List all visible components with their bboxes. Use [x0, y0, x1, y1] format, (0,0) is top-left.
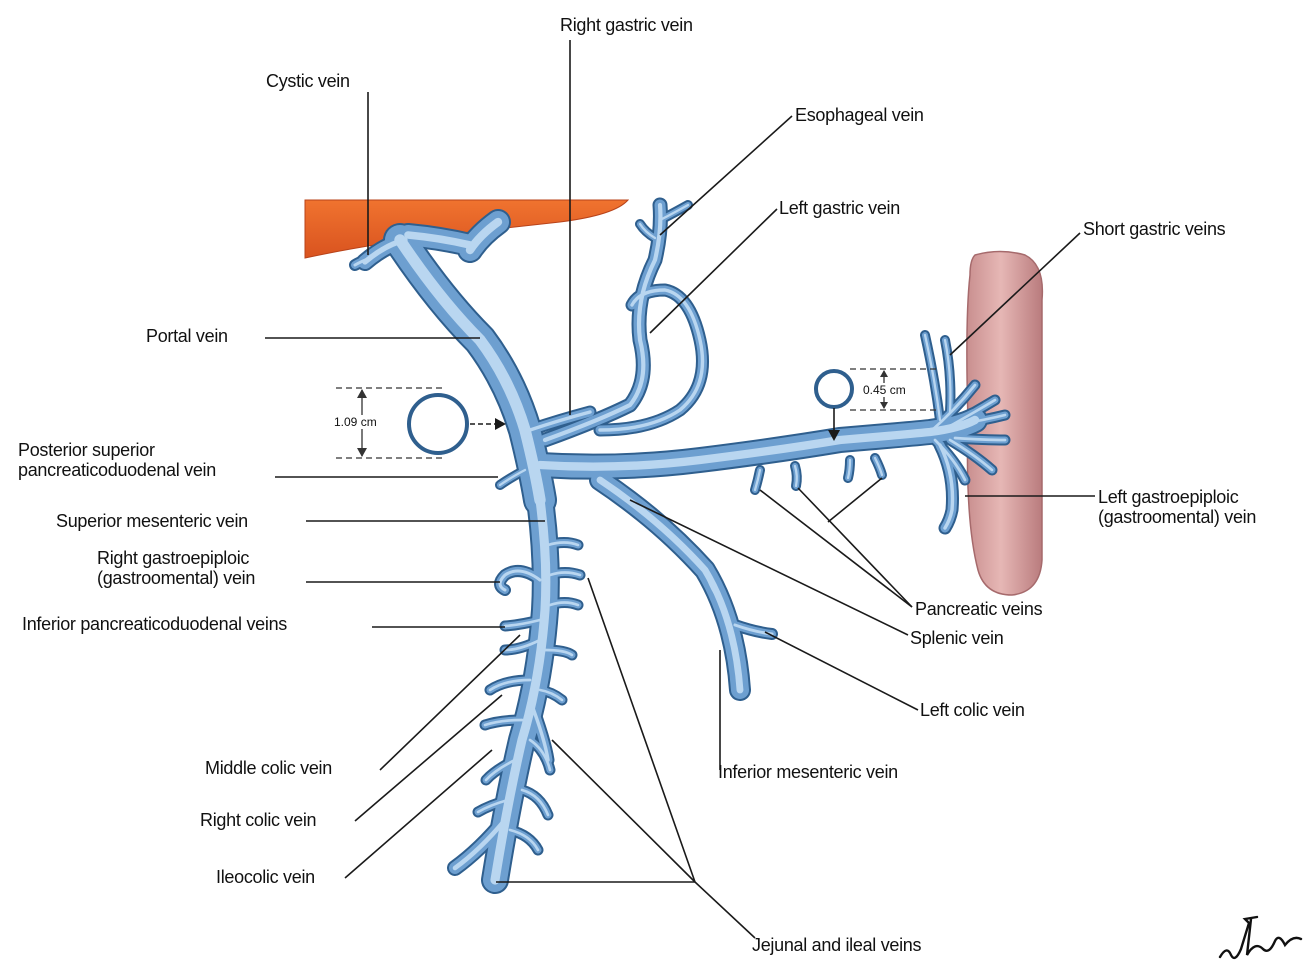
- label-superior-mesenteric-vein: Superior mesenteric vein: [56, 511, 248, 531]
- label-left-colic-vein: Left colic vein: [920, 700, 1025, 720]
- left-gastric-vein: [545, 205, 660, 440]
- label-short-gastric-veins: Short gastric veins: [1083, 219, 1225, 239]
- label-pancreatic-veins: Pancreatic veins: [915, 599, 1042, 619]
- label-line: Right gastroepiploic: [97, 548, 255, 568]
- label-left-gastroepiploic-vein: Left gastroepiploic (gastroomental) vein: [1098, 487, 1256, 527]
- label-line: pancreaticoduodenal vein: [18, 460, 216, 480]
- label-ileocolic-vein: Ileocolic vein: [216, 867, 315, 887]
- label-jejunal-and-ileal-veins: Jejunal and ileal veins: [752, 935, 921, 955]
- label-middle-colic-vein: Middle colic vein: [205, 758, 332, 778]
- label-right-gastric-vein: Right gastric vein: [560, 15, 693, 35]
- label-portal-vein: Portal vein: [146, 326, 228, 346]
- label-left-gastric-vein: Left gastric vein: [779, 198, 900, 218]
- label-line: Left gastroepiploic: [1098, 487, 1256, 507]
- label-cystic-vein: Cystic vein: [266, 71, 350, 91]
- label-posterior-superior-pancreaticoduodenal-vein: Posterior superior pancreaticoduodenal v…: [18, 440, 216, 480]
- label-line: Posterior superior: [18, 440, 216, 460]
- vein-network: [355, 205, 1005, 880]
- splenic-diameter-measure: 0.45 cm: [862, 383, 907, 397]
- portal-diameter-measure: 1.09 cm: [333, 415, 378, 429]
- label-right-gastroepiploic-vein: Right gastroepiploic (gastroomental) vei…: [97, 548, 255, 588]
- label-line: (gastroomental) vein: [1098, 507, 1256, 527]
- label-right-colic-vein: Right colic vein: [200, 810, 316, 830]
- inferior-mesenteric-vein: [600, 480, 740, 690]
- label-esophageal-vein: Esophageal vein: [795, 105, 924, 125]
- label-inferior-mesenteric-vein: Inferior mesenteric vein: [718, 762, 898, 782]
- label-inferior-pancreaticoduodenal-veins: Inferior pancreaticoduodenal veins: [22, 614, 287, 634]
- label-line: (gastroomental) vein: [97, 568, 255, 588]
- label-splenic-vein: Splenic vein: [910, 628, 1003, 648]
- artist-signature-mark: [1205, 905, 1305, 967]
